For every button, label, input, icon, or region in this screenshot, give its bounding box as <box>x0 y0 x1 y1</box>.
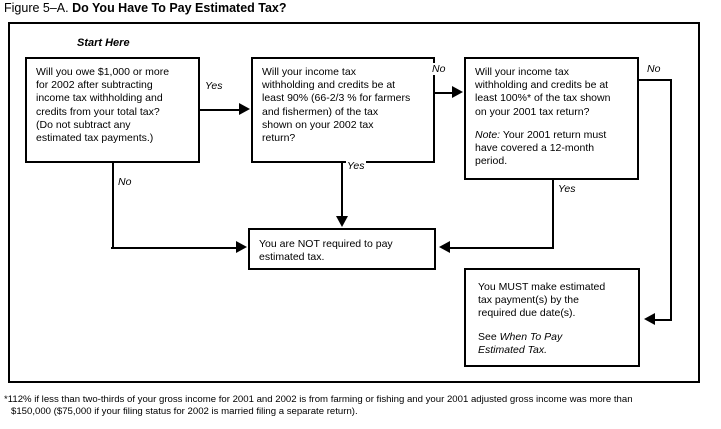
see-prefix: See <box>478 330 500 343</box>
box-text-line: (Do not subtract any <box>36 118 131 131</box>
connector-no-box1-right <box>111 247 237 249</box>
box-text-line: credits from your total tax? <box>36 105 160 118</box>
box-text-line: required due date(s). <box>478 307 576 320</box>
edge-label-yes-box3: Yes <box>557 183 577 195</box>
edge-label-no-box1: No <box>117 176 133 188</box>
connector-no-box1-down <box>112 163 114 249</box>
box-text-line: estimated tax payments.) <box>36 132 154 145</box>
box-text-line: on your 2001 tax return? <box>475 105 590 118</box>
see-reference-title-cont: Estimated Tax. <box>478 343 548 356</box>
decision-box-90-percent: Will your income tax withholding and cre… <box>251 57 435 163</box>
see-reference-title: When To Pay <box>499 330 563 343</box>
box-text-line: least 90% (66-2/3 % for farmers <box>262 92 411 105</box>
edge-label-no-box2-box3: No <box>431 63 447 75</box>
connector-no-box3-right <box>639 79 672 81</box>
box-note-first-line: Note: Your 2001 return must <box>475 129 629 142</box>
arrowhead-left-not-required-right <box>439 241 450 253</box>
arrowhead-left-must-make-right <box>644 313 655 325</box>
box-text-line: return? <box>262 132 296 145</box>
arrowhead-right-not-required-left <box>236 241 247 253</box>
figure-title: Do You Have To Pay Estimated Tax? <box>72 1 287 15</box>
connector-yes-box1-box2 <box>200 109 240 111</box>
box-text-line: tax payment(s) by the <box>478 294 579 307</box>
box-text-line: Will your income tax <box>262 66 356 78</box>
box-text-line: You MUST make estimated <box>478 281 606 293</box>
connector-yes-box3-down <box>552 180 554 249</box>
edge-label-yes-box1-box2: Yes <box>204 80 224 92</box>
connector-no-box3-down <box>670 79 672 321</box>
flowchart-frame <box>8 22 700 383</box>
arrowhead-right-box2 <box>239 103 250 115</box>
decision-box-100-percent: Will your income tax withholding and cre… <box>464 57 639 180</box>
start-here-label: Start Here <box>77 37 130 49</box>
connector-no-box3-left <box>655 319 672 321</box>
box-text-line: shown on your 2002 tax <box>262 118 374 131</box>
arrowhead-right-box3 <box>452 86 463 98</box>
connector-yes-box2-down <box>341 163 343 217</box>
outcome-box-not-required: You are NOT required to pay estimated ta… <box>248 228 436 270</box>
box-text-line: have covered a 12-month <box>475 142 595 155</box>
outcome-box-must-make: You MUST make estimated tax payment(s) b… <box>464 268 640 367</box>
arrowhead-down-not-required-top <box>336 216 348 227</box>
decision-box-owe-1000: Will you owe $1,000 or more for 2002 aft… <box>25 57 200 163</box>
box-text-line: estimated tax. <box>259 251 325 264</box>
footnote: *112% if less than two-thirds of your gr… <box>4 394 716 419</box>
box-text-line: Will you owe $1,000 or more <box>36 66 170 78</box>
box-text-line: withholding and credits be at <box>475 79 609 92</box>
connector-yes-box3-left <box>450 247 553 249</box>
figure-caption: Figure 5–A. Do You Have To Pay Estimated… <box>4 1 287 16</box>
figure-number: Figure 5–A. <box>4 1 69 15</box>
note-label: Note: <box>475 128 501 141</box>
edge-label-no-box3: No <box>646 63 662 75</box>
note-text: Your 2001 return must <box>500 128 607 141</box>
footnote-line-1: *112% if less than two-thirds of your gr… <box>4 394 633 405</box>
box-text-line: least 100%* of the tax shown <box>475 92 611 105</box>
box-text-line: Will your income tax <box>475 66 569 78</box>
box-text-line: You are NOT required to pay <box>259 238 393 250</box>
footnote-line-2: $150,000 ($75,000 if your filing status … <box>11 406 358 418</box>
box-text-line: income tax withholding and <box>36 92 163 105</box>
see-reference-line: See When To Pay <box>478 331 630 344</box>
box-text-line: period. <box>475 155 508 168</box>
box-text-line: withholding and credits be at <box>262 79 396 92</box>
edge-label-yes-box2: Yes <box>346 160 366 172</box>
box-text-line: for 2002 after subtracting <box>36 79 153 92</box>
box-text-line: and fishermen) of the tax <box>262 105 379 118</box>
connector-no-box2-box3 <box>435 92 453 94</box>
